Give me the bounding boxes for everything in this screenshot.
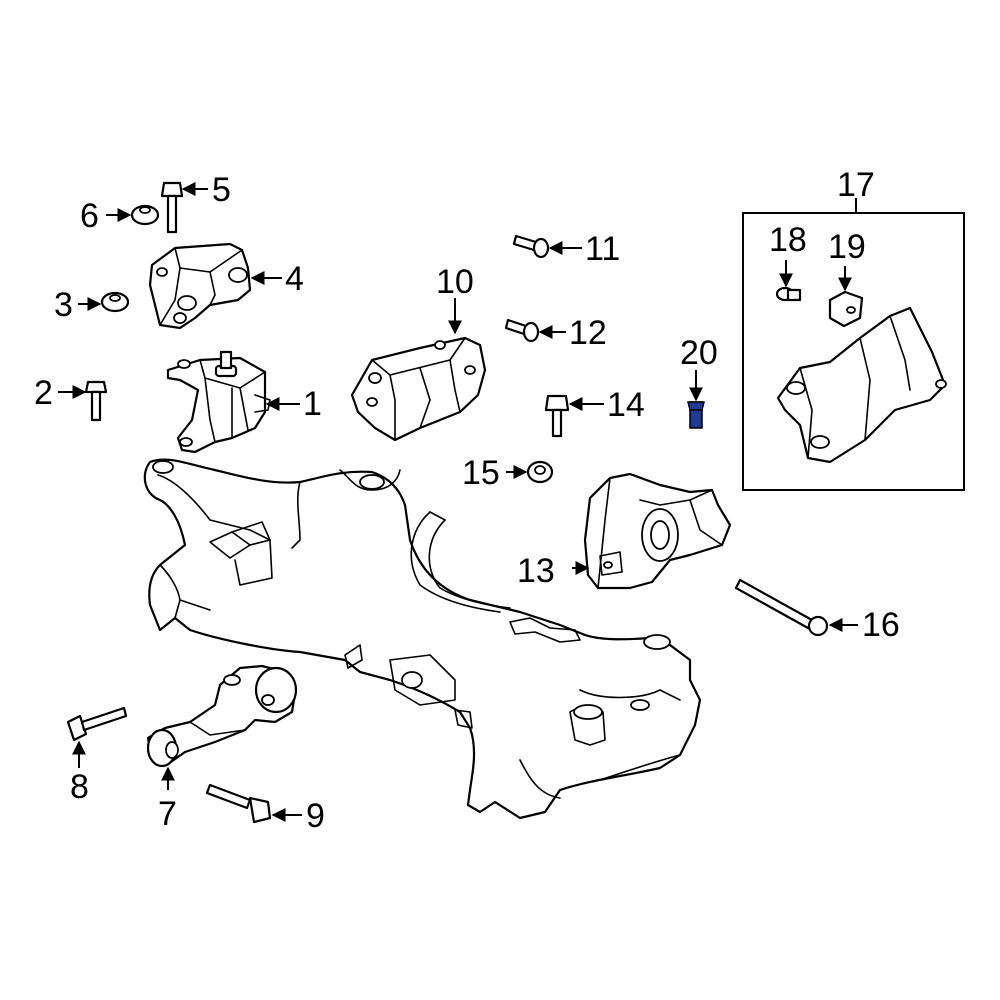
callout-8: 8 bbox=[70, 768, 89, 806]
callout-3: 3 bbox=[54, 286, 73, 324]
callout-6: 6 bbox=[80, 197, 99, 235]
callout-12: 12 bbox=[569, 314, 607, 352]
callout-16: 16 bbox=[862, 606, 900, 644]
callout-11: 11 bbox=[585, 230, 620, 268]
callout-15: 15 bbox=[462, 454, 500, 492]
callout-18: 18 bbox=[769, 221, 807, 259]
part-15-nut bbox=[526, 460, 554, 484]
callout-19: 19 bbox=[828, 228, 866, 266]
part-19-nut-block bbox=[828, 290, 864, 328]
part-20-stud bbox=[687, 401, 705, 429]
part-3-nut bbox=[100, 291, 130, 313]
part-7-torque-rod bbox=[146, 664, 298, 768]
part-2-bolt bbox=[84, 380, 108, 422]
part-18-screw bbox=[775, 286, 802, 302]
part-13-rear-mount bbox=[583, 472, 732, 590]
part-8-bolt bbox=[66, 706, 128, 742]
part-17-assembly-box bbox=[742, 198, 965, 491]
part-12-bolt bbox=[504, 318, 540, 343]
part-9-bolt bbox=[205, 783, 272, 824]
callout-1: 1 bbox=[303, 385, 322, 423]
callout-17: 17 bbox=[837, 166, 875, 204]
callout-7: 7 bbox=[158, 795, 177, 833]
leader-arrows bbox=[58, 182, 858, 822]
part-11-bolt bbox=[512, 234, 550, 259]
part-14-bolt bbox=[544, 394, 570, 438]
part-6-nut bbox=[130, 204, 160, 226]
part-16-long-bolt bbox=[734, 578, 829, 637]
part-5-bolt bbox=[160, 181, 184, 234]
callout-9: 9 bbox=[306, 797, 325, 835]
callout-5: 5 bbox=[212, 171, 231, 209]
callout-13: 13 bbox=[517, 552, 555, 590]
callout-labels: 1 2 3 4 5 6 7 8 9 10 11 12 13 14 15 16 1… bbox=[34, 166, 900, 835]
part-1-engine-mount bbox=[166, 350, 271, 454]
callout-2: 2 bbox=[34, 374, 53, 412]
callout-4: 4 bbox=[285, 260, 304, 298]
subframe bbox=[143, 458, 702, 820]
callout-10: 10 bbox=[436, 263, 474, 301]
part-10-transmission-bracket bbox=[350, 336, 487, 442]
part-4-mount-bracket bbox=[148, 242, 252, 330]
callout-14: 14 bbox=[607, 386, 645, 424]
callout-20: 20 bbox=[680, 334, 718, 372]
